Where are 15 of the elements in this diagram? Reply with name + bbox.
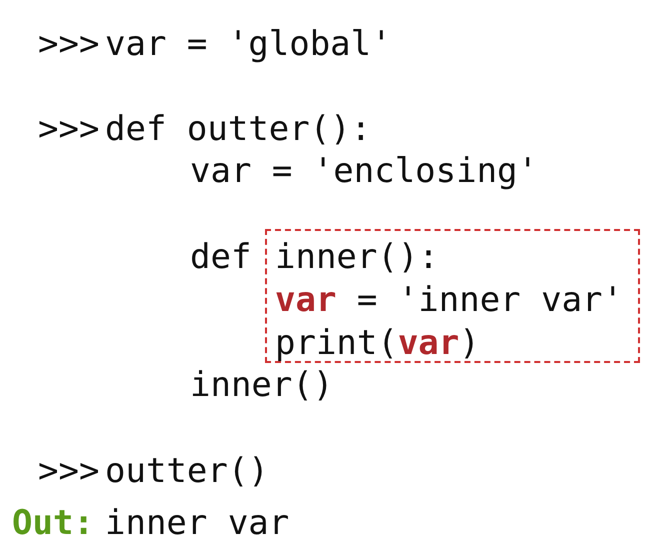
output-prompt: Out: [12, 502, 94, 545]
code-line: def outter(): [105, 108, 372, 151]
code-line: inner() [190, 364, 334, 407]
prompt-text: >>> [38, 23, 100, 66]
highlight-box [265, 229, 640, 363]
code-line: print(var) [275, 322, 481, 365]
code-line: inner var [105, 502, 290, 545]
prompt-text: >>> [38, 450, 100, 493]
code-line: inner(): [275, 236, 440, 279]
code-line: def [190, 236, 252, 279]
code-line: outter() [105, 450, 269, 493]
code-line: var = 'inner var' [275, 279, 624, 322]
code-line: var = 'global' [105, 23, 392, 66]
prompt-text: >>> [38, 108, 100, 151]
code-line: var = 'enclosing' [190, 150, 538, 193]
